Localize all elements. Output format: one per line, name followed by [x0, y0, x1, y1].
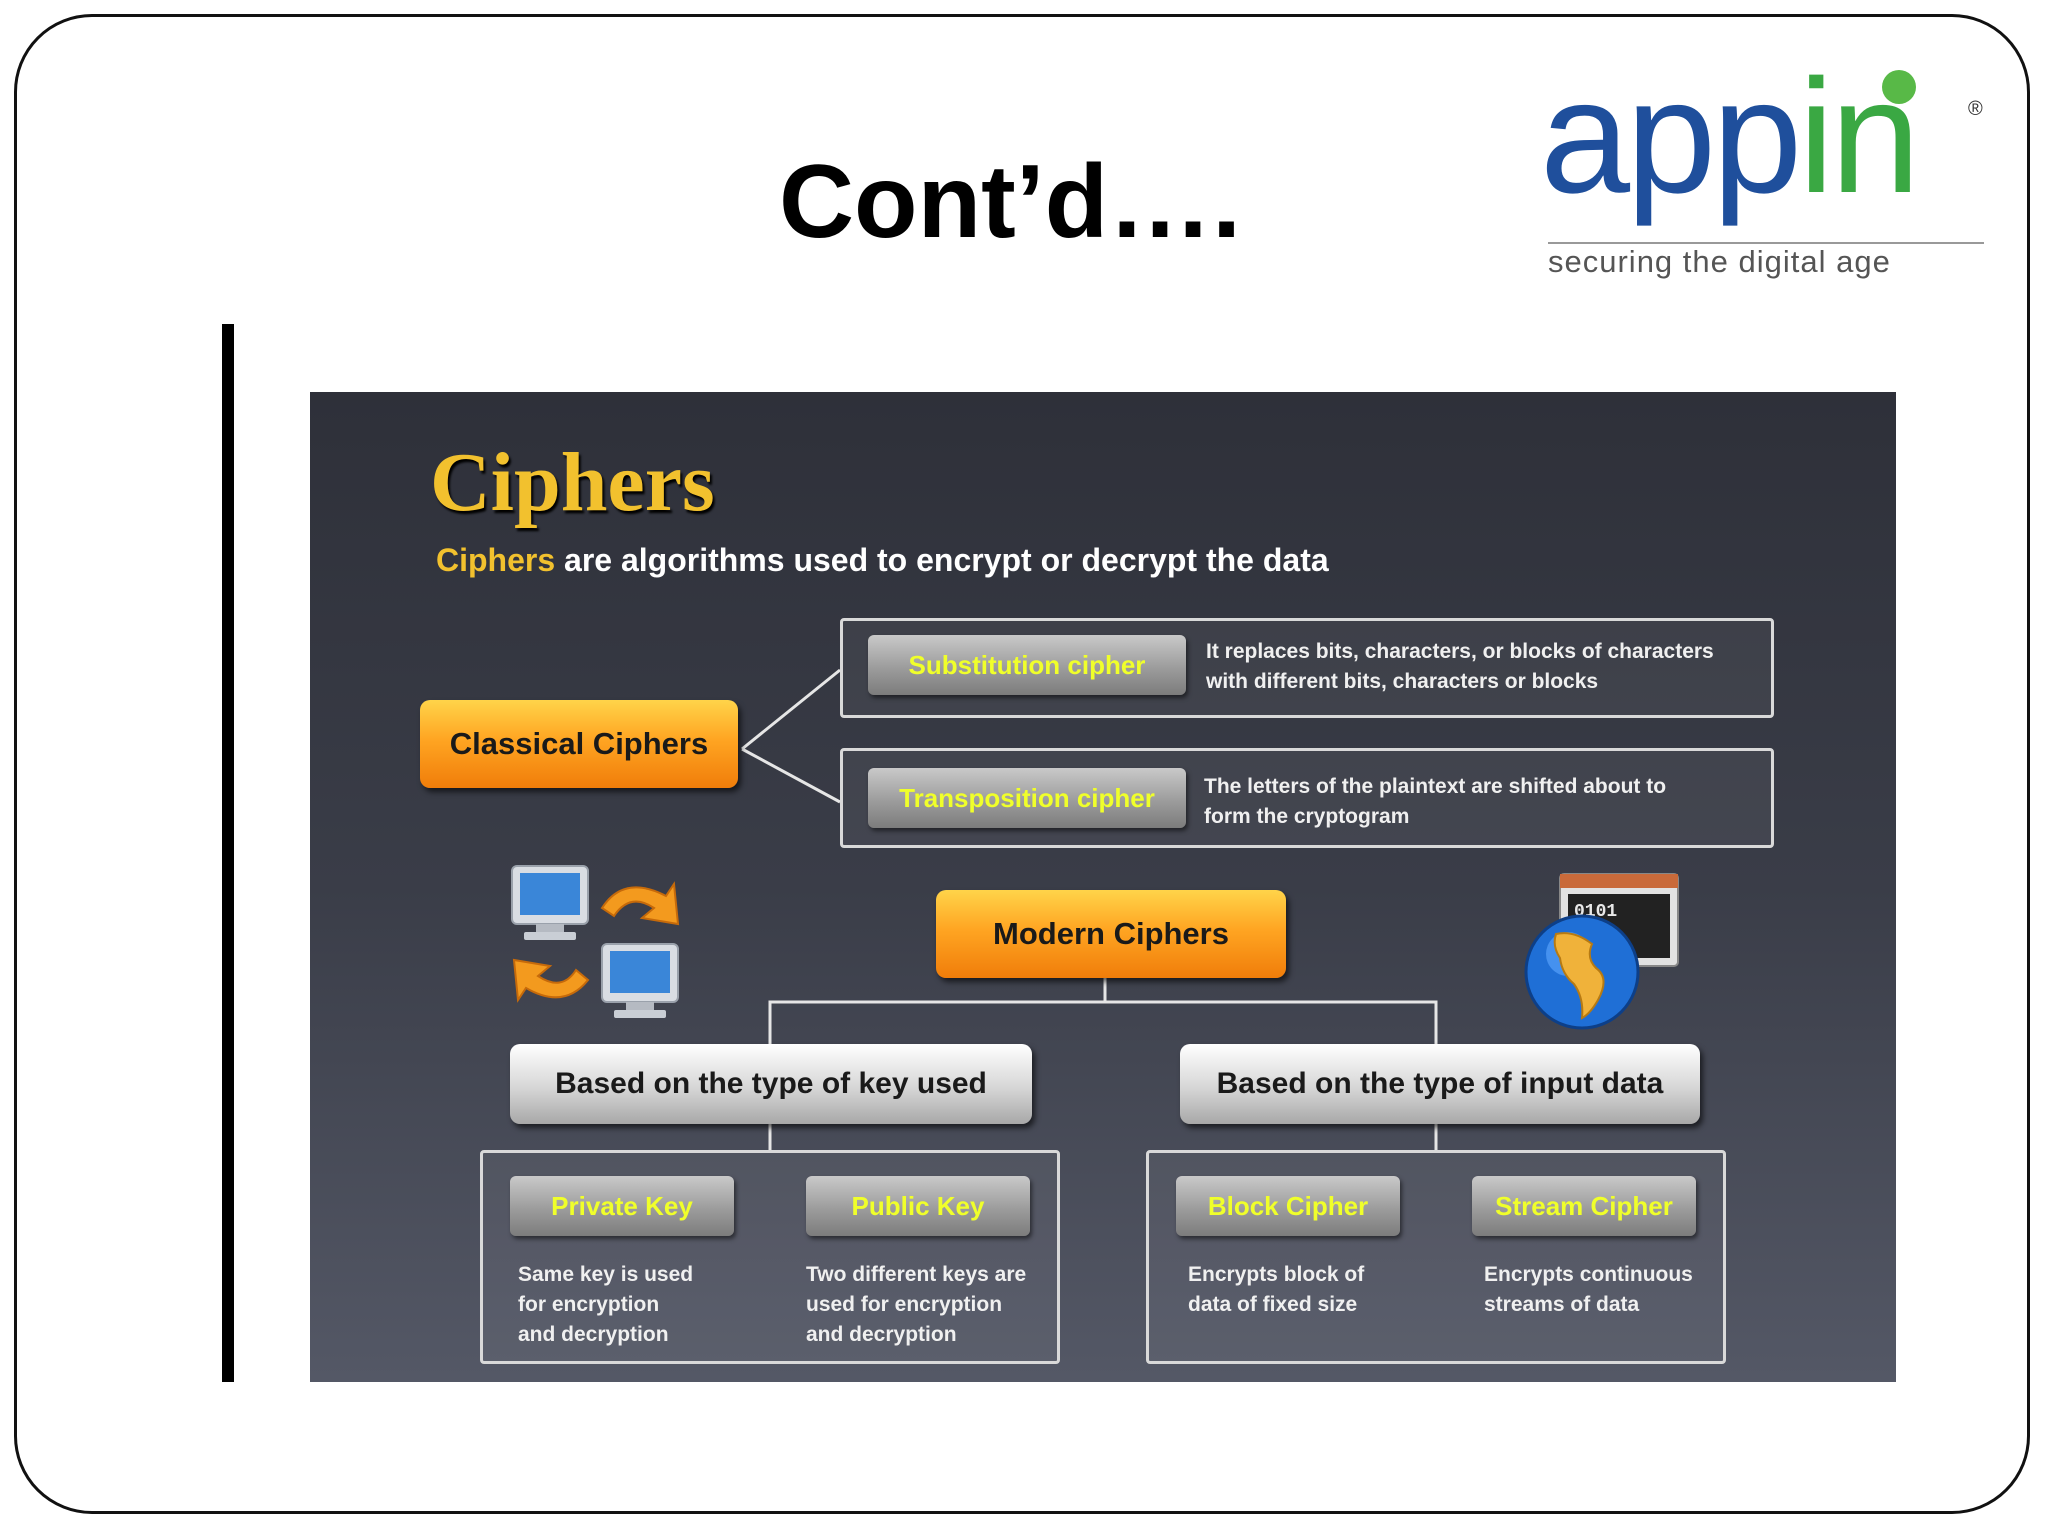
panel-subtitle: Ciphers are algorithms used to encrypt o… [436, 542, 1329, 579]
desc-line: for encryption [518, 1293, 660, 1316]
desc-line: used for encryption [806, 1293, 1003, 1316]
substitution-cipher-desc: It replaces bits, characters, or blocks … [1206, 637, 1714, 697]
desc-line: and decryption [518, 1323, 669, 1346]
stream-cipher-desc: Encrypts continuous streams of data [1484, 1260, 1693, 1320]
desc-line: form the cryptogram [1204, 805, 1410, 828]
private-key-label: Private Key [510, 1176, 734, 1236]
connector-modern-right [1105, 1000, 1438, 1044]
desc-line: with different bits, characters or block… [1206, 670, 1599, 693]
logo-word-blue: app [1540, 46, 1802, 227]
computer-exchange-icon [511, 865, 680, 1018]
slide-frame [14, 14, 2030, 1514]
panel-title: Ciphers [430, 436, 715, 529]
slide-title: Cont’d…. [778, 144, 1242, 260]
left-accent-bar [222, 324, 234, 1382]
connector-classical-transposition [741, 747, 841, 804]
desc-line: Encrypts block of [1188, 1263, 1365, 1286]
connector-classical-substitution [741, 668, 841, 751]
desc-line: streams of data [1484, 1293, 1640, 1316]
transposition-cipher-desc: The letters of the plaintext are shifted… [1204, 772, 1666, 832]
appin-logo: appin ® securing the digital age [1540, 56, 2000, 286]
logo-word: appin [1540, 56, 1920, 218]
subtitle-rest: are algorithms used to encrypt or decryp… [555, 542, 1329, 578]
desc-line: and decryption [806, 1323, 957, 1346]
classical-ciphers-box: Classical Ciphers [420, 700, 738, 788]
globe-binary-icon: 0101 1100 [1524, 873, 1679, 1030]
connector-lines [741, 668, 1438, 1150]
substitution-cipher-label: Substitution cipher [868, 635, 1186, 695]
transposition-cipher-label: Transposition cipher [868, 768, 1186, 828]
stream-cipher-label: Stream Cipher [1472, 1176, 1696, 1236]
key-type-branch: Based on the type of key used [510, 1044, 1032, 1124]
desc-line: Two different keys are [806, 1263, 1027, 1286]
modern-ciphers-box: Modern Ciphers [936, 890, 1286, 978]
public-key-desc: Two different keys are used for encrypti… [806, 1260, 1026, 1350]
desc-line: It replaces bits, characters, or blocks … [1206, 640, 1714, 663]
logo-tagline: securing the digital age [1548, 244, 1891, 279]
connector-modern-branches [768, 976, 1107, 1044]
logo-registered-mark: ® [1968, 98, 1983, 120]
logo-dot [1882, 70, 1916, 104]
public-key-label: Public Key [806, 1176, 1030, 1236]
desc-line: data of fixed size [1188, 1293, 1358, 1316]
logo-divider [1548, 242, 1984, 244]
block-cipher-label: Block Cipher [1176, 1176, 1400, 1236]
desc-line: Encrypts continuous [1484, 1263, 1693, 1286]
private-key-desc: Same key is used for encryption and decr… [518, 1260, 693, 1350]
desc-line: The letters of the plaintext are shifted… [1204, 775, 1667, 798]
block-cipher-desc: Encrypts block of data of fixed size [1188, 1260, 1364, 1320]
ciphers-diagram-panel: Ciphers Ciphers are algorithms used to e… [310, 392, 1896, 1382]
input-type-branch: Based on the type of input data [1180, 1044, 1700, 1124]
subtitle-highlight: Ciphers [436, 542, 556, 578]
desc-line: Same key is used [518, 1263, 694, 1286]
